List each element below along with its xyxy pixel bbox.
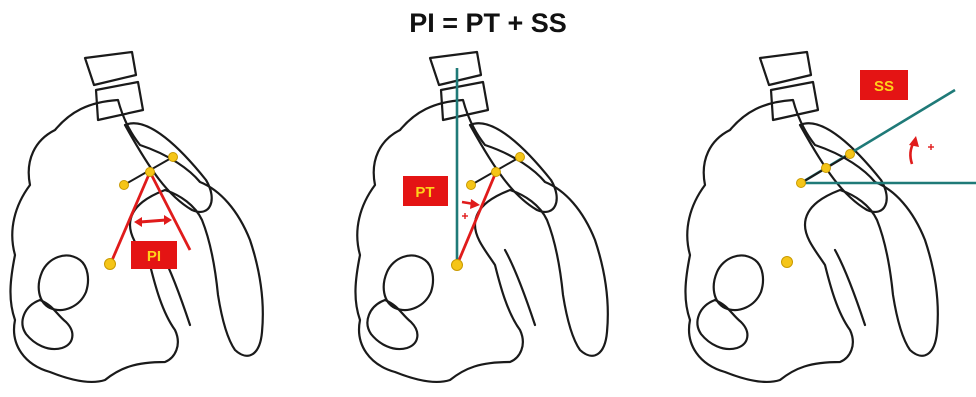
sacral-posterior-dot	[797, 179, 806, 188]
panel-pt: PT	[355, 52, 607, 382]
sacral-midpoint-dot	[146, 168, 155, 177]
sacral-midpoint-dot	[492, 168, 501, 177]
panel-pi: PI	[10, 52, 262, 382]
sacral-midpoint-dot	[822, 164, 831, 173]
sacral-posterior-dot	[120, 181, 129, 190]
sacral-anterior-dot	[516, 153, 525, 162]
panel-ss: SS	[685, 52, 976, 382]
sacral-anterior-dot	[846, 150, 855, 159]
femoral-head-dot	[105, 259, 116, 270]
femoral-head-dot	[782, 257, 793, 268]
pelvis-outline	[685, 52, 937, 382]
pi-label: PI	[147, 248, 161, 265]
pelvis-outline	[10, 52, 262, 382]
arrow-head-left	[134, 217, 142, 227]
pt-label: PT	[415, 184, 434, 201]
sacral-anterior-dot	[169, 153, 178, 162]
pelvis-outline	[355, 52, 607, 382]
pi-perpendicular-line	[150, 172, 190, 250]
ss-label: SS	[874, 78, 894, 95]
femoral-head-dot	[452, 260, 463, 271]
pt-line	[457, 172, 496, 265]
arrow-head	[470, 199, 480, 209]
arrow-head	[909, 136, 919, 147]
arrow-head-right	[164, 215, 172, 225]
sacral-posterior-dot	[467, 181, 476, 190]
pi-angle-arrow	[140, 220, 166, 222]
